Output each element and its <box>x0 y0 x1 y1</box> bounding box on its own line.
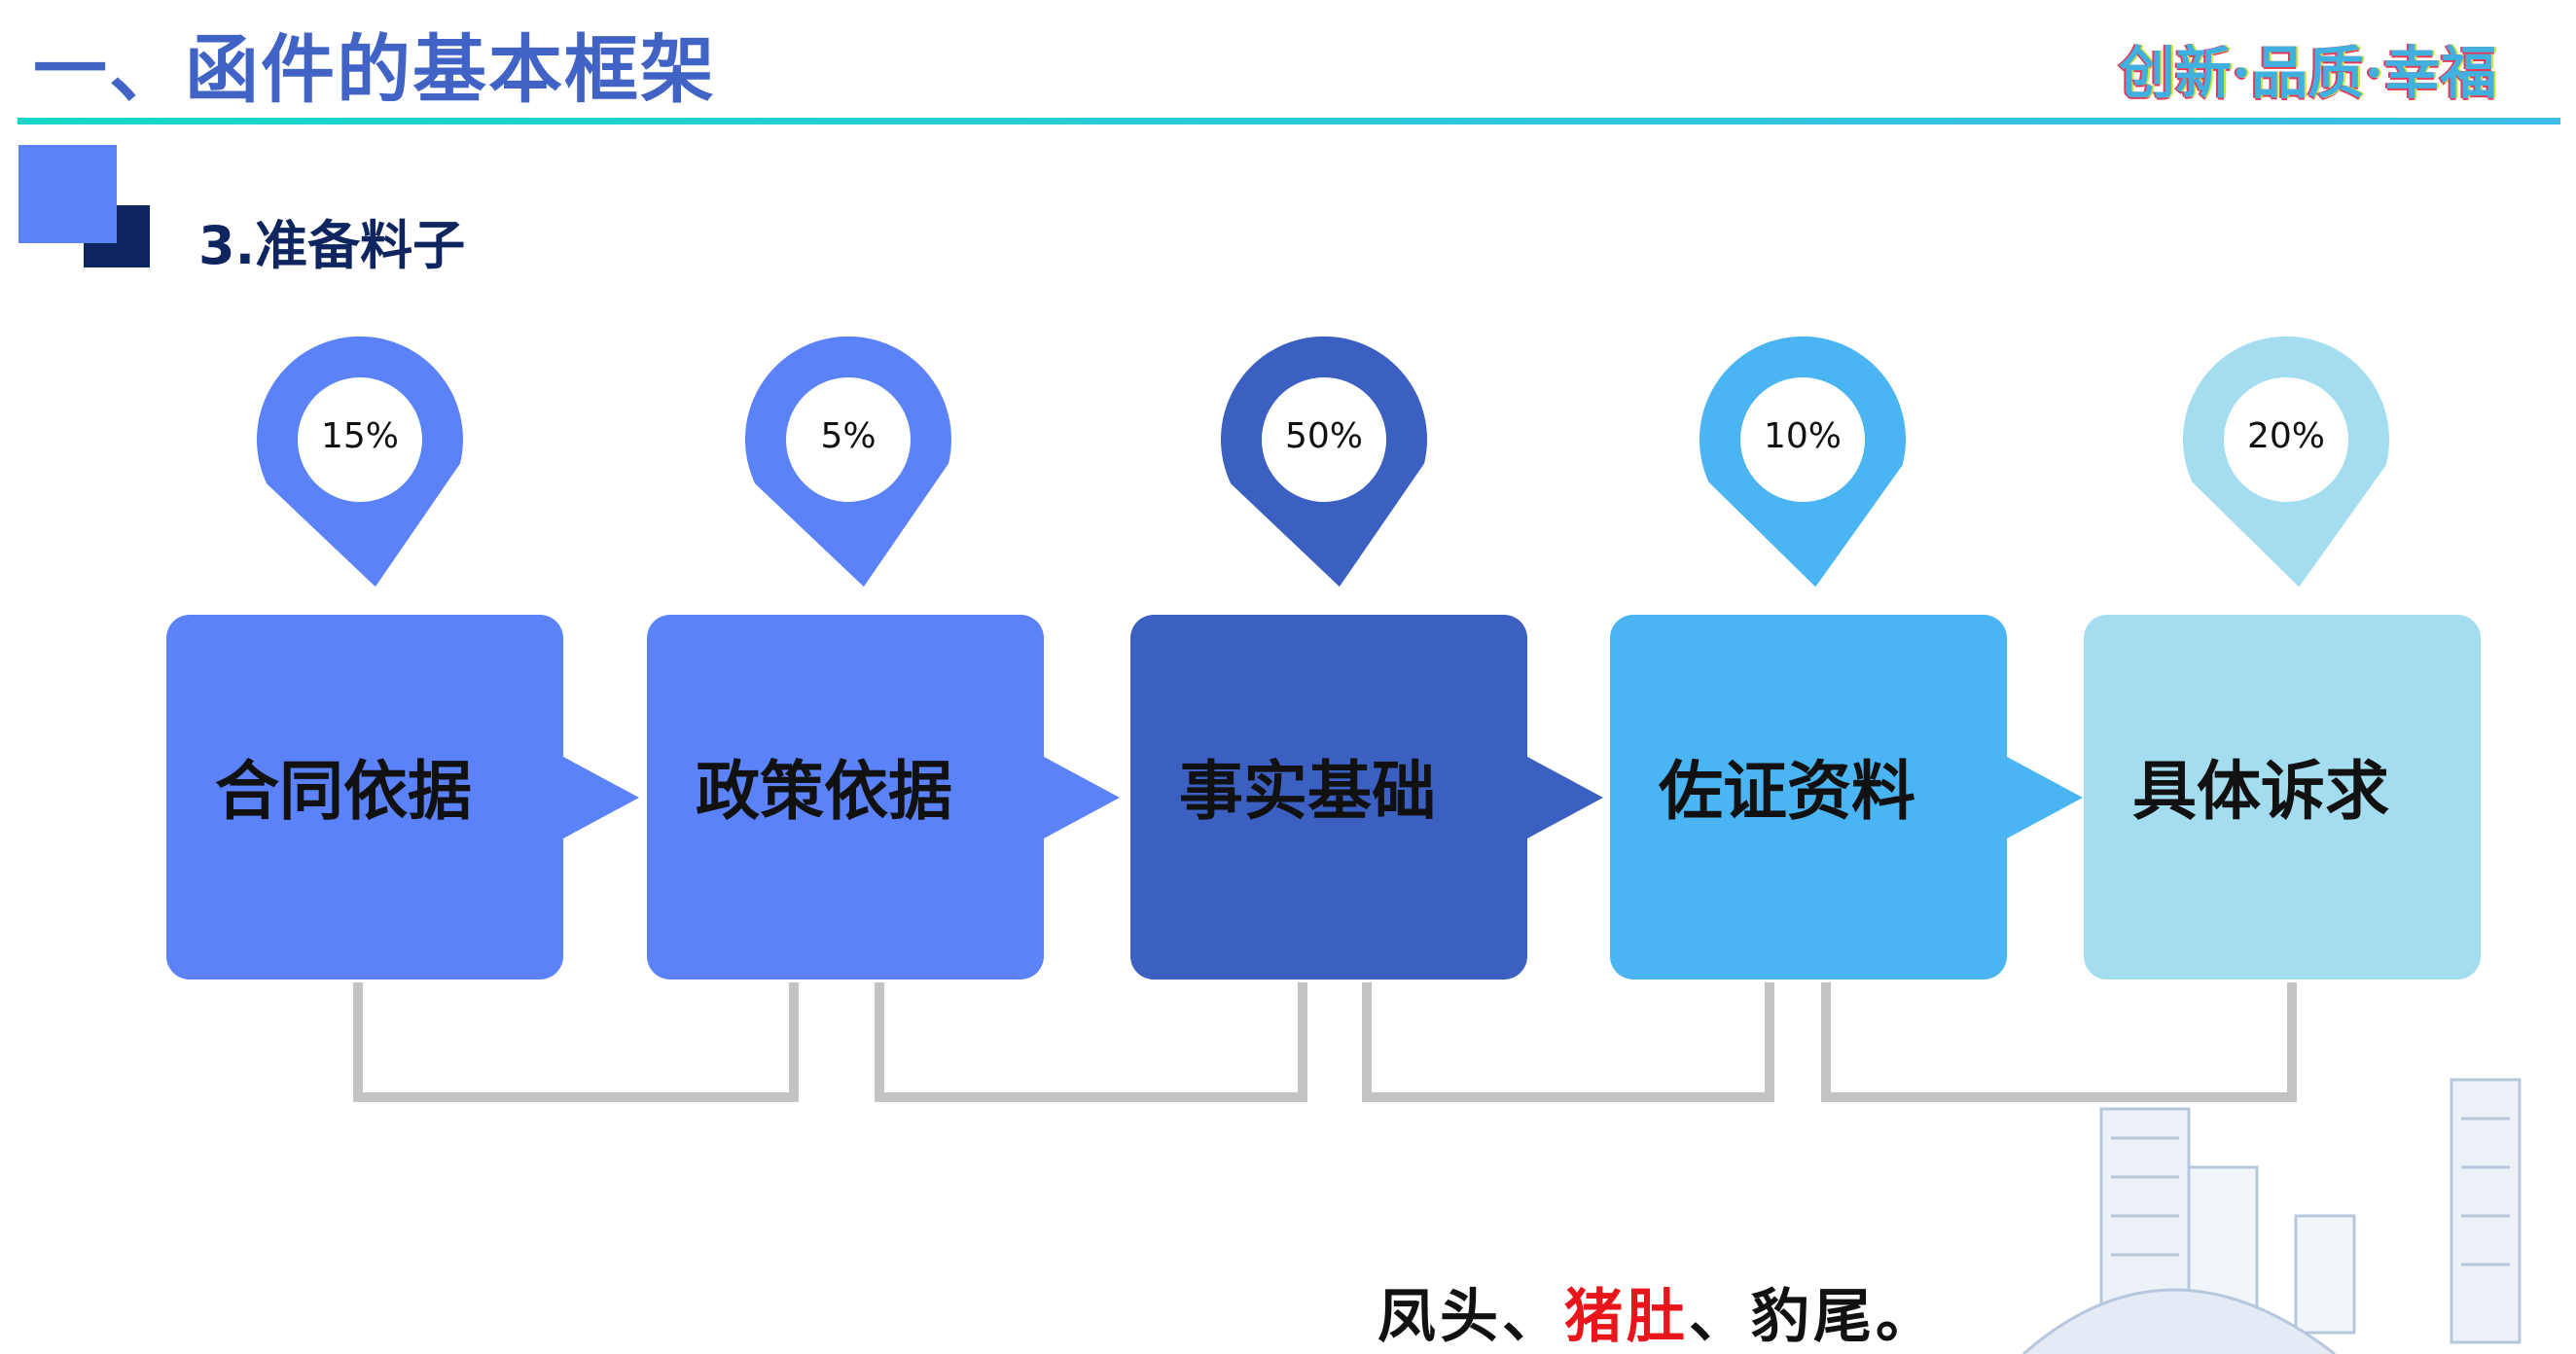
step-box-4: 佐证资料 <box>1610 615 2007 980</box>
step-label: 合同依据 <box>215 754 472 829</box>
step-box-3: 事实基础 <box>1130 615 1527 980</box>
building-illustration <box>2022 1078 2522 1354</box>
arrow-right-icon <box>1044 757 1120 838</box>
percent-label: 5% <box>820 416 877 456</box>
percent-label: 15% <box>320 416 399 456</box>
connector-group <box>353 982 2297 1102</box>
percent-label: 20% <box>2246 416 2325 456</box>
arrow-right-icon <box>563 757 639 838</box>
decor-square-light <box>18 145 117 243</box>
section-subtitle: 3.准备料子 <box>198 215 466 276</box>
connector-3-4 <box>1362 982 1774 1102</box>
step-box-5: 具体诉求 <box>2084 615 2481 980</box>
slogan-logo: 创新·品质·幸福 <box>2119 40 2497 106</box>
motto-part-1: 凤头、 <box>1377 1283 1564 1351</box>
connector-4-5 <box>1821 982 2297 1102</box>
step-label: 政策依据 <box>696 754 952 829</box>
arrow-right-icon <box>1527 757 1603 838</box>
motto-text: 凤头、猪肚、豹尾。 <box>1377 1269 1938 1354</box>
connector-1-2 <box>353 982 799 1102</box>
pin-marker-icon <box>745 336 951 588</box>
connector-2-3 <box>875 982 1307 1102</box>
arrow-right-icon <box>2007 757 2083 838</box>
step-label: 具体诉求 <box>2132 754 2389 829</box>
step-label: 事实基础 <box>1179 754 1436 829</box>
pin-marker-icon <box>2183 336 2389 588</box>
percent-label: 50% <box>1284 416 1363 456</box>
percent-label: 10% <box>1763 416 1842 456</box>
slide-title: 一、函件的基本框架 <box>33 26 716 113</box>
step-label: 佐证资料 <box>1659 754 1915 829</box>
pin-marker-icon <box>257 336 463 588</box>
motto-highlight: 猪肚 <box>1564 1283 1689 1351</box>
pin-marker-icon <box>1699 336 1906 588</box>
pin-marker-icon <box>1221 336 1427 588</box>
step-box-1: 合同依据 <box>166 615 563 980</box>
step-box-2: 政策依据 <box>647 615 1044 980</box>
title-divider <box>18 118 2560 125</box>
motto-part-2: 、豹尾。 <box>1689 1283 1938 1351</box>
